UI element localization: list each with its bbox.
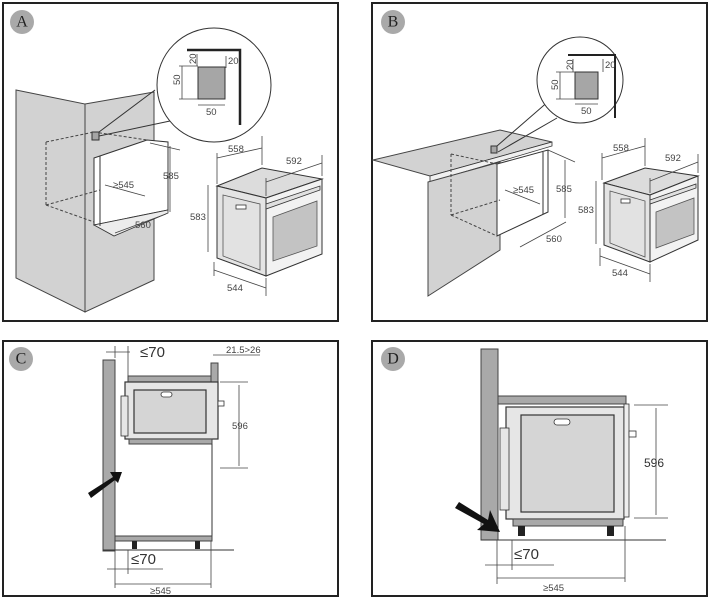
panel-c-badge: [9, 347, 33, 371]
cavity-width-label: 560: [135, 220, 151, 231]
oven-width-label: 592: [286, 156, 302, 167]
top-shelf: [127, 375, 215, 383]
vent-height-label: 50: [172, 74, 183, 85]
column-side-wall: [102, 359, 116, 552]
oven-depth-label: 558: [228, 144, 244, 155]
oven-height-label: 583: [190, 212, 206, 223]
oven-3d-b: [602, 167, 700, 263]
d-bottom-gap-label: ≤70: [514, 546, 539, 563]
arrow-pointer-d: [455, 502, 500, 532]
oven-door-d: [520, 414, 615, 513]
vent-hole: [91, 131, 100, 141]
foot-right: [195, 541, 200, 549]
oven-width-label-b: 592: [665, 153, 681, 164]
oven-handle-b: [620, 198, 631, 204]
vent-height-label-b: 50: [550, 79, 561, 90]
oven-height-label-b: 583: [578, 205, 594, 216]
arrow-pointer: [88, 472, 122, 498]
vent-width-label: 50: [206, 107, 217, 118]
panel-a-badge: [10, 10, 34, 34]
vent-offset-top-label-b: 20: [565, 59, 576, 70]
panel-b-label: B: [388, 14, 399, 31]
vent-detail-square: [197, 66, 226, 100]
c-height-label: 596: [232, 421, 248, 432]
foot-left: [132, 541, 137, 549]
door-handle-d: [553, 418, 571, 426]
cavity-height-label-b: 585: [556, 184, 572, 195]
oven-depth-label-b: 558: [613, 143, 629, 154]
side-wall-d: [480, 348, 499, 541]
worktop-d: [497, 395, 627, 405]
vent-offset-side-label: 20: [228, 56, 239, 67]
d-height-label: 596: [644, 456, 664, 470]
door-handle: [160, 391, 173, 398]
panel-b-badge: [381, 10, 405, 34]
panel-d-label: D: [387, 351, 399, 368]
bottom-shelf-d: [512, 518, 624, 527]
foot-left-d: [518, 526, 525, 536]
panel-d: D 596 ≤70 ≥545: [371, 340, 708, 597]
vent-width-label-b: 50: [581, 106, 592, 117]
cavity-depth-label: ≥545: [113, 180, 134, 191]
hinge-bar-d: [499, 427, 510, 511]
hinge-bar: [120, 395, 129, 437]
panel-d-badge: [381, 347, 405, 371]
bottom-gap-label: ≤70: [131, 551, 156, 568]
c-depth-label: ≥545: [150, 586, 171, 597]
rear-panel: [210, 362, 219, 384]
d-depth-label: ≥545: [543, 583, 564, 594]
oven-body-width-label: 544: [227, 283, 243, 294]
vent-offset-top-label: 20: [188, 53, 199, 64]
oven-handle: [235, 204, 247, 210]
mid-shelf: [128, 438, 213, 445]
base-unit-side: [427, 161, 501, 297]
panel-b: B 50 20 20 50 ≥545 585 560: [371, 2, 708, 322]
cavity-depth-label-b: ≥545: [513, 185, 534, 196]
panel-a: A 50 20 20 50 ≥545 585: [2, 2, 339, 322]
oven-body-width-label-b: 544: [612, 268, 628, 279]
foot-right-d: [607, 526, 614, 536]
oven-window-b: [655, 197, 695, 249]
top-gap-label: ≤70: [140, 344, 165, 361]
panel-c-label: C: [16, 351, 27, 368]
panel-c: C ≤70 21.5>26 596 ≤70 ≥545: [2, 340, 339, 597]
vent-detail-square-b: [574, 71, 599, 100]
cavity-opening: [93, 139, 169, 226]
vent-offset-side-label-b: 20: [605, 60, 616, 71]
bottom-shelf: [114, 535, 213, 542]
cavity-width-label-b: 560: [546, 234, 562, 245]
panel-a-label: A: [16, 14, 28, 31]
cavity-height-label: 585: [163, 171, 179, 182]
panel-thickness-label: 21.5>26: [226, 345, 261, 356]
oven-window: [272, 200, 318, 262]
oven-3d: [215, 167, 324, 277]
vent-hole-b: [490, 145, 498, 154]
column-side: [15, 89, 86, 313]
